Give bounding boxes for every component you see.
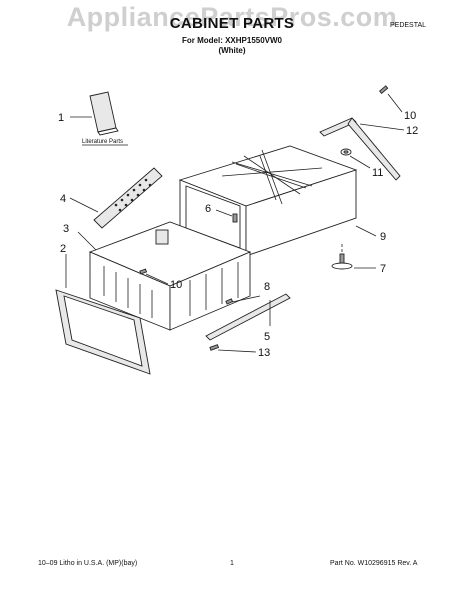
callout-3: 3 [63, 223, 69, 235]
leader-4 [69, 197, 99, 213]
callout-10-upper: 10 [404, 110, 416, 122]
rear-bracket[interactable] [319, 117, 401, 181]
callout-12: 12 [406, 125, 418, 137]
slide-screw[interactable] [225, 298, 234, 305]
callout-13: 13 [258, 347, 270, 359]
leader-9 [355, 225, 377, 237]
rail-screw[interactable] [209, 344, 220, 351]
basket-screw[interactable] [139, 268, 148, 275]
section-label: PEDESTAL [390, 22, 427, 29]
footer-litho: 10–09 Litho in U.S.A. (MP)(bay) [38, 560, 138, 567]
leader-6 [215, 209, 233, 217]
drawer-basket[interactable] [88, 221, 252, 331]
pedestal-cabinet[interactable] [178, 145, 358, 257]
model-variant: (White) [218, 46, 246, 55]
leader-10-lower [145, 273, 169, 285]
leader-8 [231, 295, 261, 303]
callout-6: 6 [205, 203, 211, 215]
leveling-foot[interactable] [331, 244, 353, 270]
callout-8: 8 [264, 281, 270, 293]
literature-label: Literature Parts [82, 139, 123, 145]
callout-9: 9 [380, 231, 386, 243]
callout-1: 1 [58, 112, 64, 124]
control-panel[interactable] [93, 167, 163, 229]
leader-13 [217, 349, 257, 353]
callout-11: 11 [372, 167, 383, 179]
footer-page-number: 1 [230, 560, 234, 567]
model-line: For Model: XXHP1550VW0 [181, 36, 283, 45]
callout-4: 4 [60, 193, 66, 205]
top-screw[interactable] [379, 85, 389, 94]
footer-part-number: Part No. W10296915 Rev. A [330, 560, 418, 567]
drawer-front[interactable] [55, 289, 151, 375]
drawer-slide-rail[interactable] [205, 293, 291, 341]
callout-2: 2 [60, 243, 66, 255]
leader-3 [77, 231, 97, 251]
washer[interactable] [340, 148, 352, 156]
callout-7: 7 [380, 263, 386, 275]
callout-10-lower: 10 [170, 279, 182, 291]
cabinet-screw[interactable] [232, 213, 238, 223]
watermark: AppliancePartsPros.com [66, 2, 398, 32]
leader-12 [359, 123, 405, 131]
page-title: CABINET PARTS [169, 15, 295, 32]
literature-parts[interactable] [89, 91, 119, 136]
callout-5: 5 [264, 331, 270, 343]
leader-11 [349, 155, 371, 169]
leader-10-upper [387, 93, 403, 113]
